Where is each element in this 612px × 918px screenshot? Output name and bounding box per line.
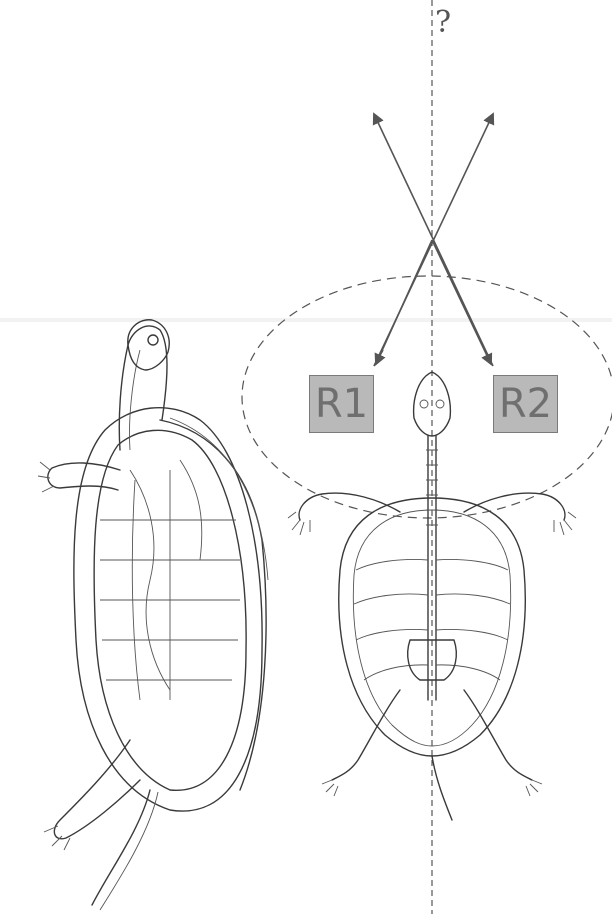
arrow-to-r2 bbox=[432, 240, 491, 364]
r2-label-box: R2 bbox=[493, 375, 558, 433]
question-mark-label: ? bbox=[435, 5, 451, 40]
r1-label-box: R1 bbox=[309, 375, 374, 433]
upper-band bbox=[0, 318, 612, 322]
turtle-side-illustration bbox=[38, 320, 268, 910]
arrow-to-r1 bbox=[376, 240, 432, 364]
